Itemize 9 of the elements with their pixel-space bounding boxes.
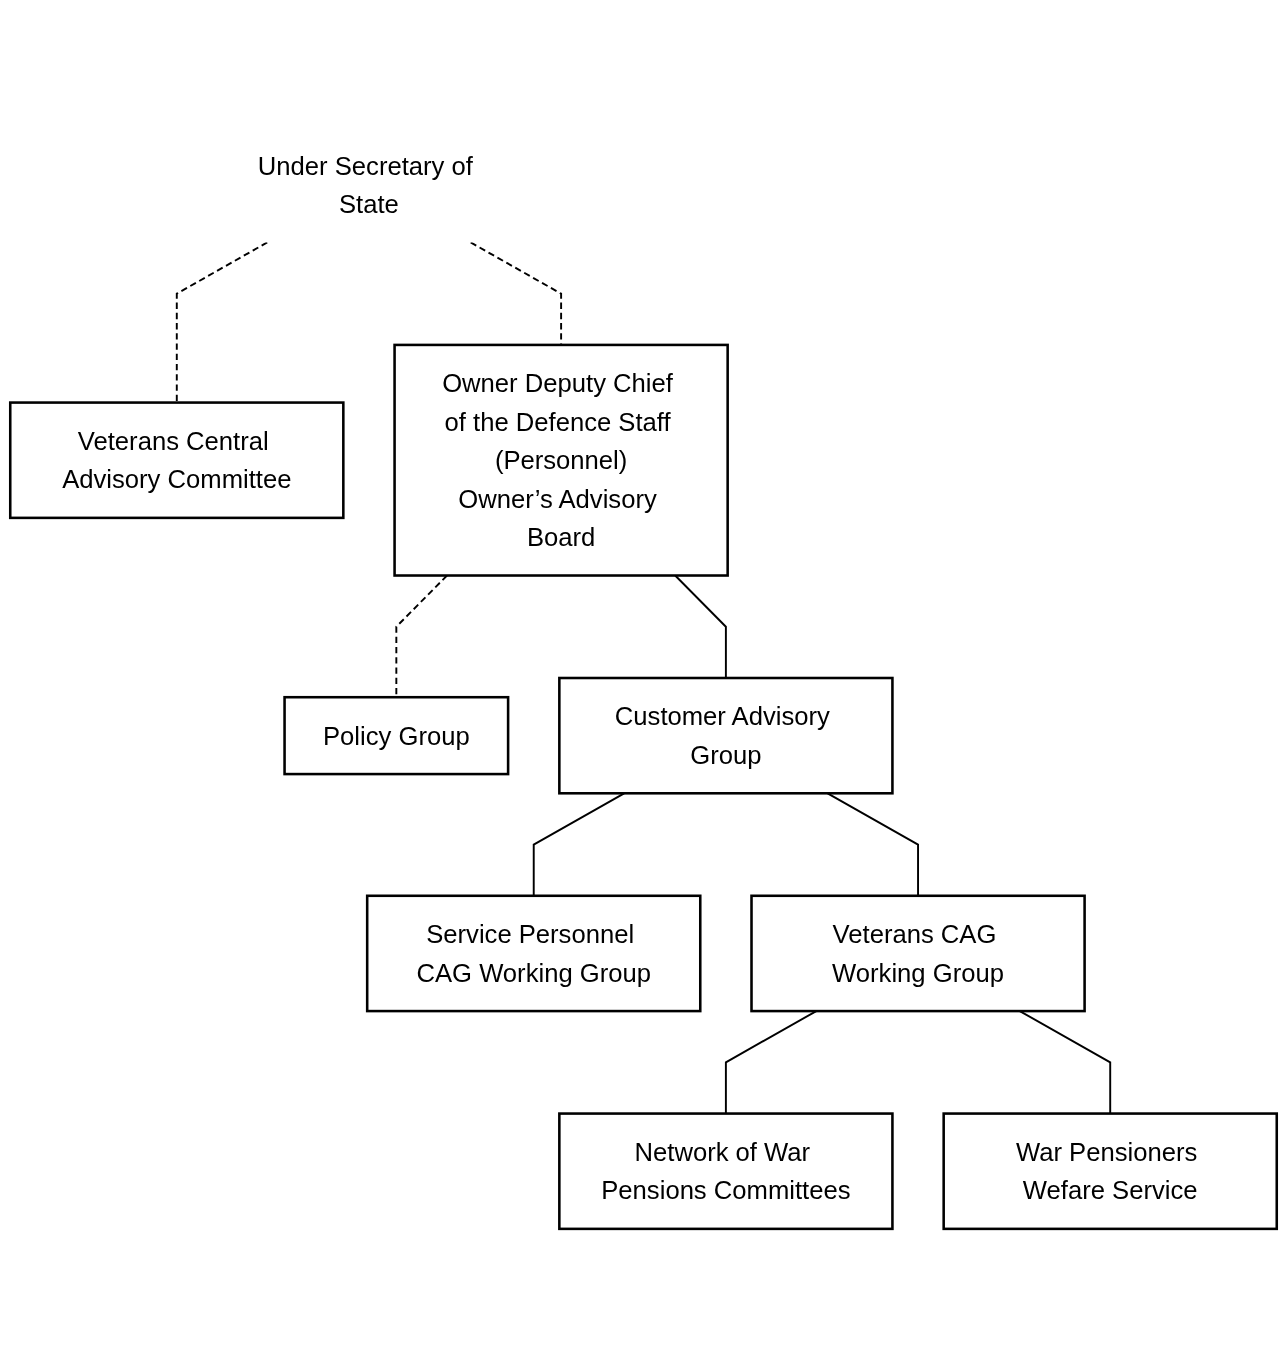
node-text: Under Secretary of State	[257, 151, 473, 219]
node-box: Service Personnel CAG Working Group	[365, 894, 702, 1013]
node-box: Veterans Central Advisory Committee	[8, 401, 345, 520]
node-box: Network of War Pensions Committees	[558, 1112, 894, 1231]
node-box: Policy Group	[283, 695, 510, 776]
node-box: Owner Deputy Chief of the Defence Staff (Personnel) Owner’s Advisory Board	[393, 343, 729, 577]
node-box: Customer Advisory Group	[558, 676, 894, 795]
node-box: War Pensioners Wefare Service	[942, 1112, 1279, 1231]
node-box: Veterans CAG Working Group	[750, 894, 1086, 1013]
